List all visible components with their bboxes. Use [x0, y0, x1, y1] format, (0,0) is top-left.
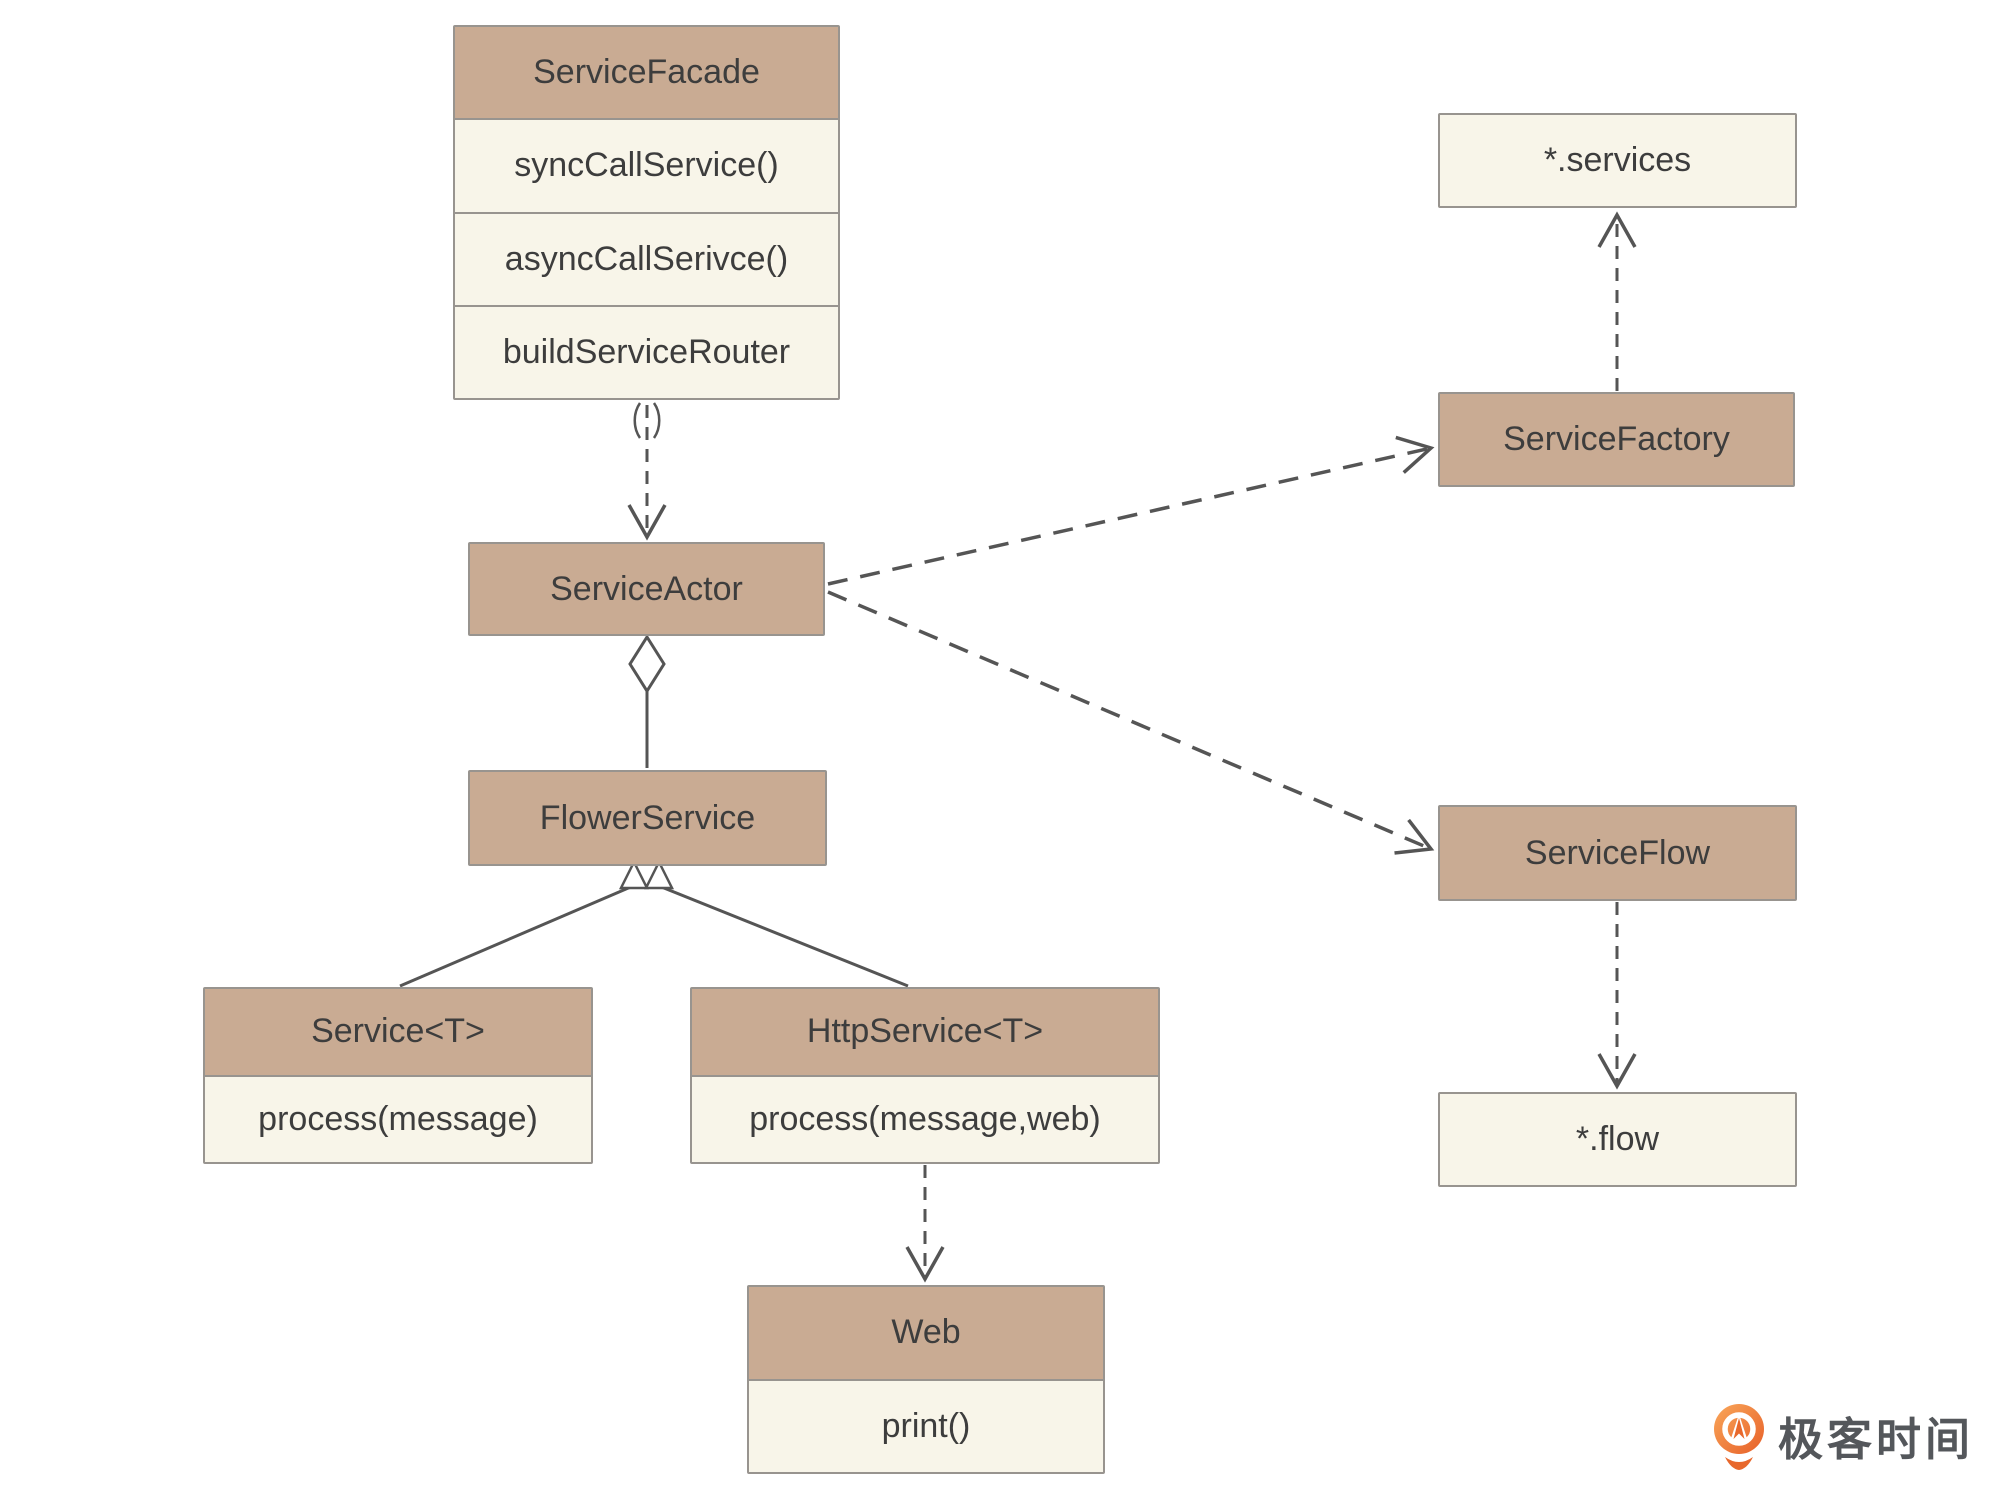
edge-httpservice-flowerservice — [658, 884, 909, 988]
geektime-logo-icon — [1714, 1404, 1764, 1470]
geektime-logo: 极客时间 — [1712, 1402, 1974, 1472]
class-member: syncCallService() — [455, 118, 838, 212]
class-title: Service<T> — [205, 989, 591, 1075]
class-title: FlowerService — [470, 772, 825, 864]
edge-serviceactor-serviceflow — [827, 590, 1435, 855]
node-label: *.services — [1440, 115, 1795, 206]
geektime-logo-text: 极客时间 — [1778, 1413, 1975, 1465]
class-flower-service: FlowerService — [468, 770, 827, 866]
class-service-facade: ServiceFacade syncCallService() asyncCal… — [453, 25, 840, 400]
class-service-actor: ServiceActor — [468, 542, 825, 636]
class-member: asyncCallSerivce() — [455, 211, 838, 305]
class-title: ServiceFlow — [1440, 807, 1795, 899]
class-title: ServiceFactory — [1440, 394, 1793, 485]
ornament-paren-right — [652, 402, 661, 439]
class-member: process(message,web) — [692, 1074, 1158, 1162]
edge-servicet-flowerservice — [399, 884, 634, 988]
edge-serviceactor-servicefactory — [827, 435, 1435, 586]
ornament-paren-left — [633, 402, 642, 439]
class-service-flow: ServiceFlow — [1438, 805, 1797, 901]
class-http-service: HttpService<T> process(message,web) — [690, 987, 1160, 1164]
node-services-file: *.services — [1438, 113, 1797, 208]
class-title: ServiceActor — [470, 544, 823, 634]
class-service-generic: Service<T> process(message) — [203, 987, 593, 1164]
class-service-factory: ServiceFactory — [1438, 392, 1795, 487]
class-member: process(message) — [205, 1074, 591, 1162]
class-member: print() — [749, 1378, 1103, 1472]
class-web: Web print() — [747, 1285, 1105, 1474]
class-title: ServiceFacade — [455, 27, 838, 119]
class-title: HttpService<T> — [692, 989, 1158, 1075]
aggregation-diamond — [628, 634, 666, 694]
class-member: buildServiceRouter — [455, 304, 838, 398]
class-title: Web — [749, 1287, 1103, 1379]
node-flow-file: *.flow — [1438, 1092, 1797, 1187]
node-label: *.flow — [1440, 1094, 1795, 1185]
